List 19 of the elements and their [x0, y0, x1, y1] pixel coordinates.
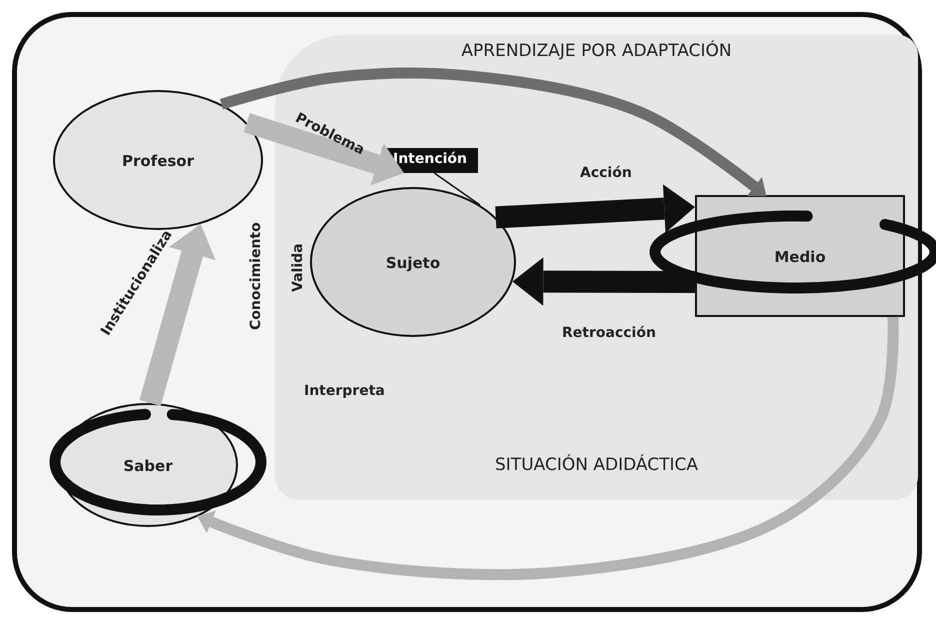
arrow [139, 224, 216, 406]
node-label: Medio [773, 248, 827, 266]
node-label: Profesor [120, 152, 196, 170]
arrow [220, 68, 766, 196]
edge-label: Retroacción [562, 325, 656, 341]
region-title: APRENDIZAJE POR ADAPTACIÓN [460, 41, 733, 61]
label-text: Conocimiento [248, 222, 264, 330]
node-label: Saber [122, 457, 174, 475]
arrow [495, 184, 695, 233]
node-label: Intención [392, 151, 468, 167]
edge-label: Acción [580, 165, 632, 181]
label-text: Valida [290, 243, 306, 292]
connector-line [434, 172, 480, 206]
region-title: SITUACIÓN ADIDÁCTICA [494, 455, 699, 475]
arrow [512, 257, 696, 306]
arrow [197, 316, 899, 580]
node-label: Sujeto [384, 254, 442, 272]
situation-region [275, 35, 918, 500]
label-text: Interpreta [304, 383, 385, 399]
